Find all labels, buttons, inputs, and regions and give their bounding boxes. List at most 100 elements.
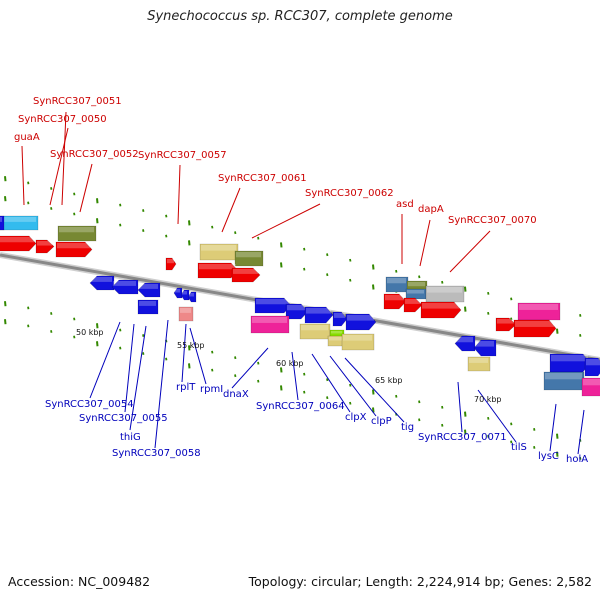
gene-label-bottom: SynRCC307_0064: [256, 401, 345, 412]
guide-tick: [96, 341, 99, 347]
gene-highlight: [0, 217, 36, 222]
guide-tick: [257, 379, 260, 383]
leader-line: [129, 325, 147, 431]
guide-tick: [418, 275, 421, 279]
gene-arrow: [473, 339, 497, 357]
leader-line: [549, 403, 557, 452]
gene-arrow: [383, 293, 407, 310]
gene-box: [250, 315, 290, 334]
gene-highlight: [201, 245, 236, 251]
gene-label-top: SynRCC307_0057: [138, 150, 227, 161]
guide-tick: [464, 306, 467, 312]
guide-tick: [234, 374, 237, 378]
guide-tick: [188, 240, 191, 246]
guide-tick: [257, 236, 260, 240]
gene-arrow: [165, 257, 177, 271]
gene-highlight: [334, 313, 345, 318]
guide-tick: [510, 317, 513, 321]
gene-highlight: [37, 241, 52, 246]
gene-label-top: SynRCC307_0062: [305, 188, 394, 199]
guide-tick: [349, 383, 352, 387]
gene-label-top: asd: [396, 199, 414, 210]
gene-label-bottom: tilS: [511, 442, 527, 453]
guide-tick: [464, 286, 467, 292]
guide-tick: [142, 352, 145, 355]
scale-tick-label: 70 kbp: [474, 395, 502, 404]
gene-arrow: [0, 235, 37, 252]
leader-line: [477, 389, 517, 443]
leader-line: [251, 203, 321, 239]
guide-tick: [211, 350, 214, 354]
gene-highlight: [0, 217, 2, 222]
gene-highlight: [199, 264, 236, 270]
gene-highlight: [405, 299, 420, 304]
guide-tick: [556, 451, 559, 457]
gene-box: [467, 356, 491, 372]
gene-label-bottom: rplT: [176, 382, 196, 393]
gene-arrow: [332, 311, 348, 327]
guide-tick: [418, 418, 421, 422]
guide-tick: [27, 324, 30, 328]
guide-tick: [579, 334, 582, 337]
guide-tick: [50, 187, 53, 190]
leader-line: [457, 381, 463, 433]
guide-tick: [510, 422, 513, 426]
gene-highlight: [287, 305, 306, 311]
guide-tick: [4, 176, 7, 182]
guide-tick: [73, 212, 76, 216]
gene-arrow: [345, 313, 377, 331]
gene-highlight: [551, 355, 588, 362]
gene-highlight: [519, 304, 558, 310]
gene-highlight: [139, 301, 156, 306]
guide-tick: [4, 319, 7, 325]
gene-arrow: [403, 297, 423, 313]
accession-text: Accession: NC_009482: [8, 574, 151, 589]
gene-highlight: [91, 277, 112, 282]
guide-tick: [27, 201, 30, 205]
gene-label-top: SynRCC307_0050: [18, 114, 107, 125]
gene-highlight: [0, 237, 34, 243]
gene-highlight: [387, 278, 406, 284]
guide-tick: [234, 356, 237, 360]
guide-tick: [165, 357, 168, 361]
guide-tick: [303, 372, 306, 376]
gene-label-bottom: SynRCC307_0058: [112, 448, 201, 459]
gene-highlight: [515, 321, 554, 327]
guide-tick: [395, 394, 398, 398]
guide-tick: [50, 330, 53, 333]
guide-tick: [50, 207, 53, 210]
gene-box: [0, 215, 5, 231]
guide-tick: [487, 416, 490, 420]
guide-tick: [326, 253, 329, 257]
gene-label-bottom: SynRCC307_0071: [418, 432, 507, 443]
gene-arrow: [55, 241, 93, 258]
guide-tick: [418, 400, 421, 404]
gene-label-top: guaA: [14, 132, 40, 143]
guide-tick: [96, 218, 99, 224]
gene-arrow: [231, 267, 261, 283]
leader-line: [291, 351, 299, 401]
gene-highlight: [59, 227, 94, 233]
guide-tick: [165, 234, 168, 238]
guide-tick: [96, 323, 99, 329]
gene-arrow: [35, 239, 55, 254]
gene-arrow: [111, 279, 139, 295]
gene-highlight: [233, 269, 258, 274]
guide-tick: [510, 297, 513, 301]
gene-arrow: [173, 287, 183, 299]
guide-tick: [441, 405, 444, 409]
guide-tick: [579, 314, 582, 317]
guide-tick: [464, 411, 467, 417]
guide-tick: [303, 247, 306, 251]
guide-tick: [119, 346, 122, 350]
guide-tick: [303, 390, 306, 394]
guide-tick: [73, 317, 76, 321]
guide-tick: [280, 367, 283, 373]
guide-tick: [188, 363, 191, 369]
guide-tick: [257, 361, 260, 365]
leader-line: [221, 187, 241, 233]
gene-label-bottom: lysC: [538, 451, 559, 462]
guide-tick: [119, 203, 122, 207]
gene-highlight: [583, 379, 600, 386]
guide-tick: [326, 396, 329, 400]
